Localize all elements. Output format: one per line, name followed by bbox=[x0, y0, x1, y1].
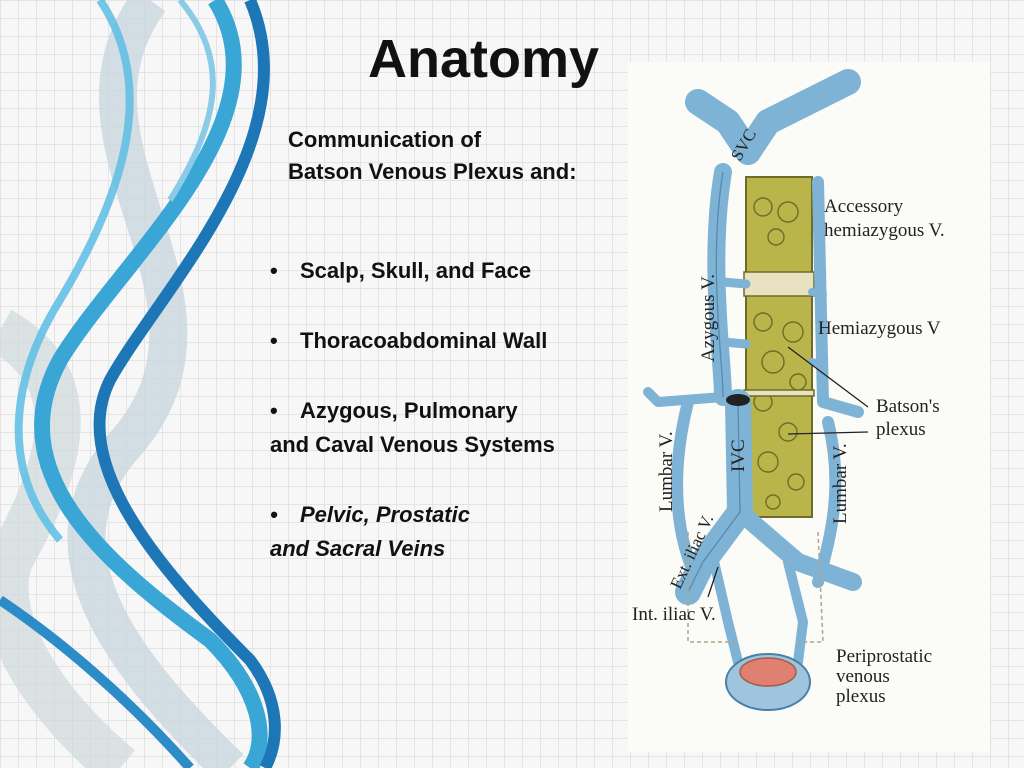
bullet-item: • Azygous, Pulmonary and Caval Venous Sys… bbox=[270, 394, 630, 462]
hemiazygous-vein bbox=[812, 176, 864, 418]
label-lumbar-left: Lumbar V. bbox=[656, 431, 677, 512]
label-azygous: Azygous V. bbox=[698, 274, 719, 362]
bullet-text: Scalp, Skull, and Face bbox=[300, 258, 532, 283]
label-accessory-1: Accessory bbox=[824, 196, 904, 217]
diagram-svg: SVC Accessory hemiazygous V. Hemiazygous… bbox=[632, 69, 945, 711]
bullet-text-continued: and Caval Venous Systems bbox=[270, 432, 555, 457]
bullet-glyph: • bbox=[270, 258, 278, 283]
bullet-glyph: • bbox=[270, 328, 278, 353]
label-accessory-2: hemiazygous V. bbox=[824, 220, 945, 241]
ivc-opening bbox=[726, 394, 750, 406]
venous-anatomy-diagram: SVC Accessory hemiazygous V. Hemiazygous… bbox=[628, 62, 990, 752]
vertebral-disc bbox=[743, 271, 815, 297]
label-int-iliac: Int. iliac V. bbox=[632, 604, 716, 625]
slide-title: Anatomy bbox=[368, 29, 600, 89]
vertebral-disc bbox=[743, 389, 815, 397]
bullet-item: • Thoracoabdominal Wall bbox=[270, 324, 630, 358]
vertebral-plexus-column bbox=[745, 176, 813, 518]
pointer-line bbox=[707, 566, 719, 598]
label-hemiazygous: Hemiazygous V bbox=[818, 318, 941, 339]
label-lumbar-right: Lumbar V. bbox=[830, 443, 851, 524]
label-batsons-1: Batson's bbox=[876, 396, 940, 417]
bullet-item: • Pelvic, Prostatic and Sacral Veins bbox=[270, 498, 630, 566]
common-iliac-right bbox=[731, 503, 862, 591]
decorative-swirl bbox=[0, 0, 281, 768]
pointer-line bbox=[787, 431, 869, 435]
prostate bbox=[739, 657, 797, 687]
bullet-text-continued: and Sacral Veins bbox=[270, 536, 446, 561]
label-periprostatic-3: plexus bbox=[836, 686, 886, 707]
label-periprostatic-2: venous bbox=[836, 666, 890, 687]
int-iliac-vein-right bbox=[783, 557, 808, 667]
bullet-list: • Scalp, Skull, and Face • Thoracoabdomina… bbox=[270, 254, 630, 602]
bullet-text: Thoracoabdominal Wall bbox=[300, 328, 548, 353]
pointer-line bbox=[787, 346, 869, 408]
lumbar-branch bbox=[643, 387, 728, 407]
int-iliac-vein bbox=[708, 552, 743, 667]
pelvic-outline bbox=[687, 532, 738, 643]
svc-vein bbox=[685, 69, 861, 165]
subtitle-line-1: Communication of bbox=[288, 127, 482, 152]
bullet-text: Pelvic, Prostatic bbox=[300, 502, 470, 527]
bullet-item: • Scalp, Skull, and Face bbox=[270, 254, 630, 288]
label-periprostatic-1: Periprostatic bbox=[836, 646, 932, 667]
label-ivc: IVC bbox=[728, 439, 749, 472]
slide-subtitle: Communication of Batson Venous Plexus an… bbox=[288, 124, 618, 188]
bullet-text: Azygous, Pulmonary bbox=[300, 398, 518, 423]
bullet-glyph: • bbox=[270, 502, 278, 527]
label-batsons-2: plexus bbox=[876, 419, 926, 440]
bullet-glyph: • bbox=[270, 398, 278, 423]
subtitle-line-2: Batson Venous Plexus and: bbox=[288, 159, 577, 184]
